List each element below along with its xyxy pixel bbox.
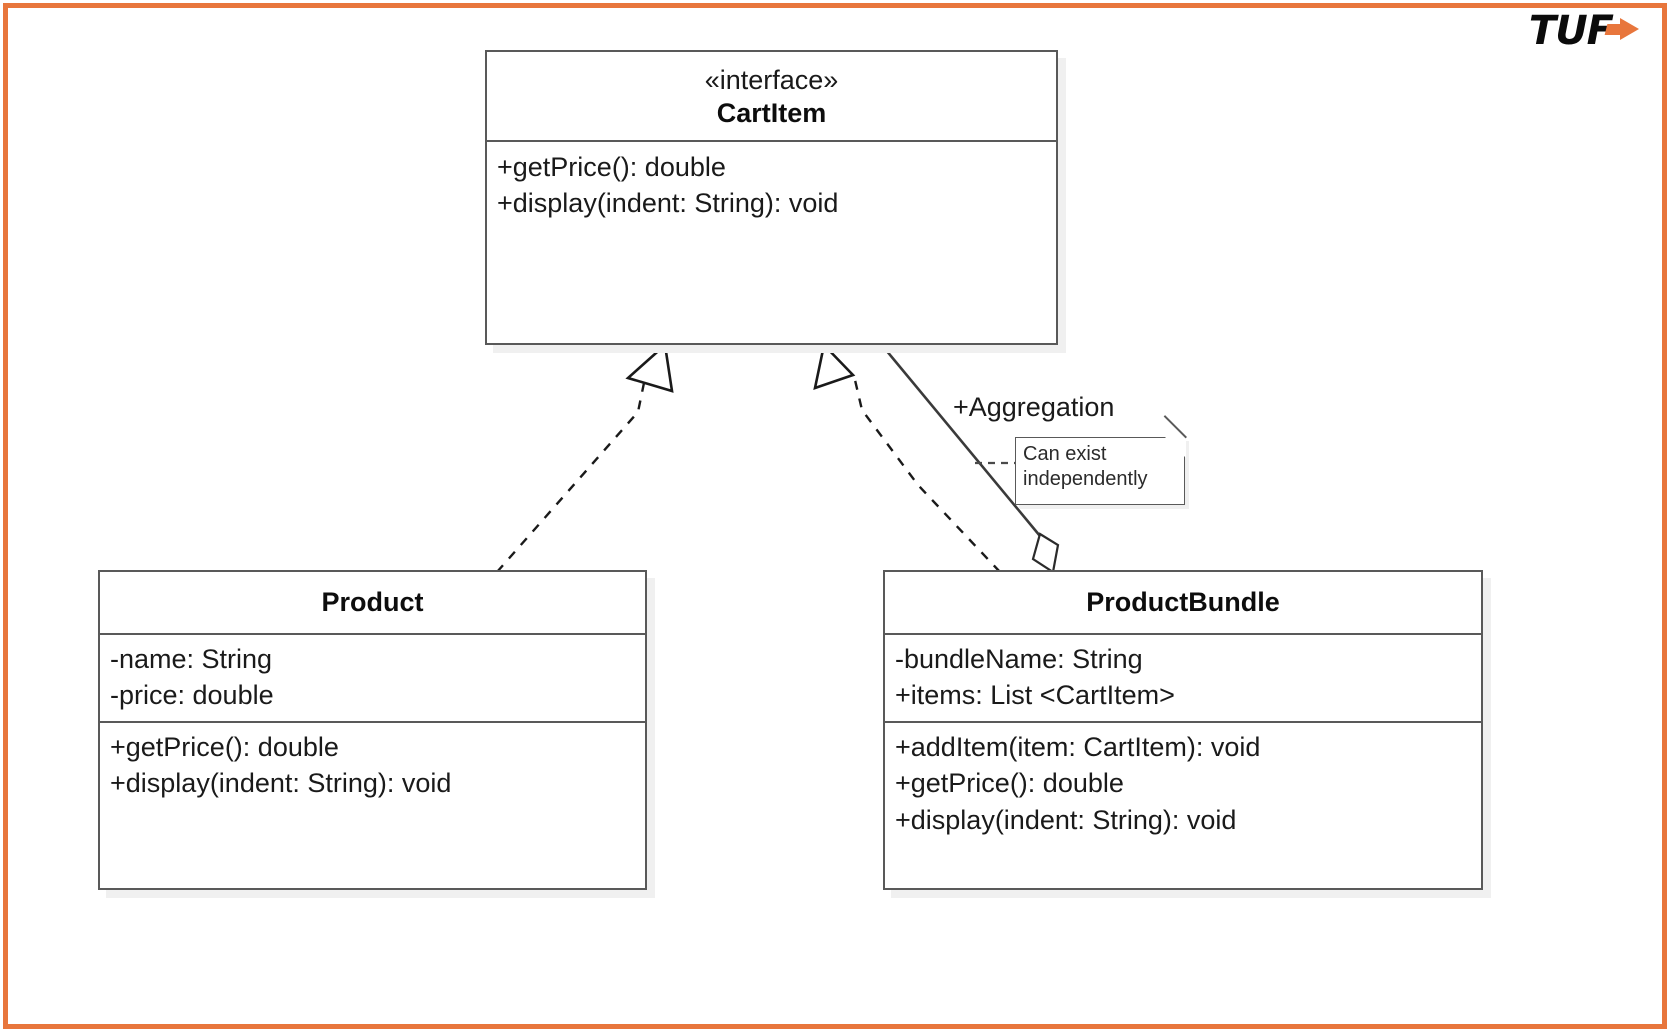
hollow-diamond-arrowhead [1031, 532, 1060, 574]
note-body [1015, 437, 1185, 505]
realization-line-product [496, 377, 647, 573]
aggregation-label: +Aggregation [953, 392, 1115, 422]
class-method: +getPrice(): double [895, 768, 1124, 799]
class-method: +addItem(item: CartItem): void [895, 732, 1261, 763]
class-method: +display(indent: String): void [497, 188, 839, 219]
tuf-logo: TUF [1529, 8, 1640, 54]
class-method: +getPrice(): double [497, 151, 726, 182]
arrow-right-icon [1604, 18, 1640, 40]
hollow-triangle-arrowhead-bundle [813, 342, 856, 390]
class-attributes-product: -name: String -price: double [100, 632, 645, 721]
class-name: CartItem [716, 97, 827, 128]
class-header-product: Product [100, 572, 645, 633]
class-method: +display(indent: String): void [895, 804, 1237, 835]
class-method: +display(indent: String): void [110, 768, 452, 799]
class-methods-product: +getPrice(): double +display(indent: Str… [100, 721, 645, 896]
class-header-cartitem: «interface» CartItem [487, 52, 1056, 140]
note-can-exist-independently[interactable]: Can exist independently [1015, 415, 1187, 505]
class-attribute: -price: double [110, 680, 274, 711]
note-fold-corner-icon [1164, 436, 1186, 458]
class-attribute: +items: List <CartItem> [895, 680, 1175, 711]
class-box-product[interactable]: Product -name: String -price: double +ge… [98, 570, 647, 890]
class-header-productbundle: ProductBundle [885, 572, 1481, 633]
note-fold-line [1163, 415, 1187, 439]
class-name: Product [321, 587, 424, 617]
class-box-productbundle[interactable]: ProductBundle -bundleName: String +items… [883, 570, 1483, 890]
tuf-wordmark: TUF [1528, 8, 1614, 54]
class-attributes-productbundle: -bundleName: String +items: List <CartIt… [885, 632, 1481, 721]
class-attribute: -name: String [110, 643, 273, 674]
class-box-cartitem[interactable]: «interface» CartItem +getPrice(): double… [485, 50, 1058, 345]
note-text: Can exist independently [1023, 443, 1148, 490]
class-name: ProductBundle [1086, 587, 1280, 617]
class-method: +getPrice(): double [110, 732, 339, 763]
class-stereotype: «interface» [704, 65, 839, 95]
class-methods-cartitem: +getPrice(): double +display(indent: Str… [487, 139, 1056, 340]
hollow-triangle-arrowhead-product [625, 342, 674, 393]
class-methods-productbundle: +addItem(item: CartItem): void +getPrice… [885, 721, 1481, 896]
class-attribute: -bundleName: String [895, 643, 1143, 674]
